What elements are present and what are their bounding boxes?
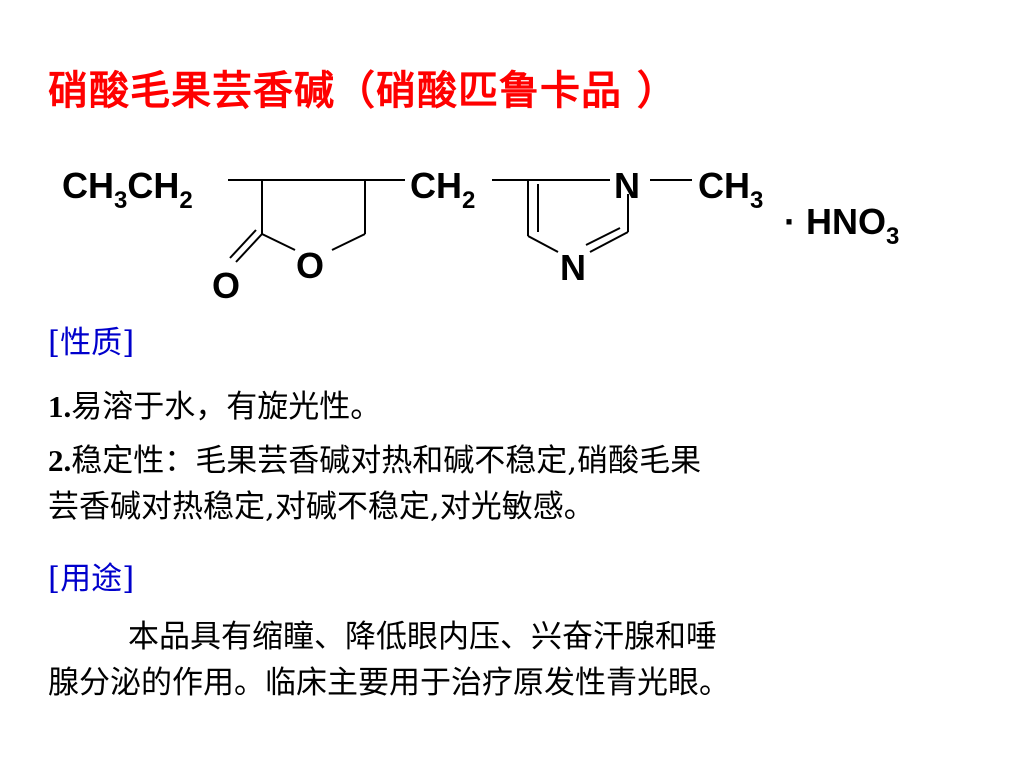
nitric-acid-label: HNO3 (806, 201, 899, 250)
ring-oxygen-label: O (296, 245, 324, 286)
ethyl-group-label: CH3CH2 (62, 165, 193, 214)
properties-heading: [性质] (48, 325, 135, 361)
slide-title: 硝酸毛果芸香碱（硝酸匹鲁卡品 ） (48, 68, 678, 114)
uses-heading: [用途] (48, 561, 135, 597)
uses-line-1: 本品具有缩瞳、降低眼内压、兴奋汗腺和唾 (128, 619, 717, 655)
item-number: 1. (48, 389, 72, 424)
methyl-label: CH3 (698, 165, 763, 214)
property-item-2: 2.稳定性：毛果芸香碱对热和碱不稳定,硝酸毛果 芸香碱对热稳定,对碱不稳定,对光… (48, 438, 1018, 530)
bond-lines (228, 179, 692, 263)
uses-line-2: 腺分泌的作用。临床主要用于治疗原发性青光眼。 (48, 665, 730, 701)
item-text-continued: 芸香碱对热稳定,对碱不稳定,对光敏感。 (48, 489, 595, 525)
uses-paragraph: 本品具有缩瞳、降低眼内压、兴奋汗腺和唾 腺分泌的作用。临床主要用于治疗原发性青光… (48, 614, 1018, 706)
salt-dot: · (784, 201, 796, 242)
carbonyl-oxygen-label: O (212, 265, 240, 306)
ring-nitrogen-bottom: N (560, 247, 586, 288)
item-text: 易溶于水，有旋光性。 (71, 389, 382, 425)
item-number: 2. (48, 443, 72, 478)
item-text: 稳定性：毛果芸香碱对热和碱不稳定,硝酸毛果 (71, 443, 702, 479)
pilocarpine-nitrate-structure: CH3CH2 CH2 N CH3 · HNO3 O O N (62, 165, 899, 306)
property-item-1: 1.易溶于水，有旋光性。 (48, 384, 1018, 430)
methylene-label: CH2 (410, 165, 475, 214)
